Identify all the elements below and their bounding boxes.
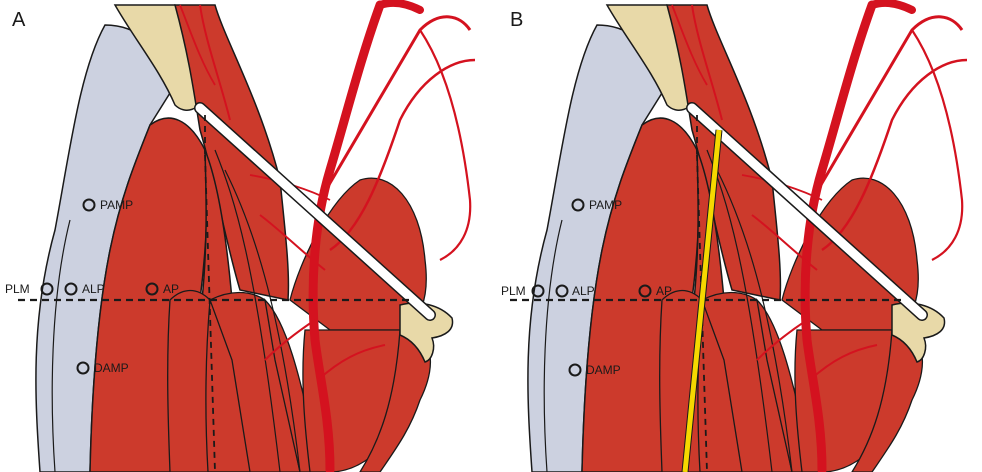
point-label: ALP	[572, 284, 595, 298]
point-label: DAMP	[586, 363, 621, 377]
panel-a-letter: A	[12, 9, 26, 31]
point-label: PAMP	[100, 198, 133, 212]
panel-b: B PAMP PLM ALP AP DAMP	[501, 3, 967, 472]
panel-a: A PAMP PLM ALP AP DAMP	[5, 3, 475, 472]
point-label: ALP	[82, 282, 105, 296]
point-label: PLM	[5, 282, 30, 296]
point-label: PLM	[501, 284, 526, 298]
point-label: PAMP	[589, 198, 622, 212]
point-label: AP	[656, 284, 672, 298]
panel-b-letter: B	[510, 9, 523, 31]
point-label: DAMP	[94, 361, 129, 375]
point-label: AP	[163, 282, 179, 296]
